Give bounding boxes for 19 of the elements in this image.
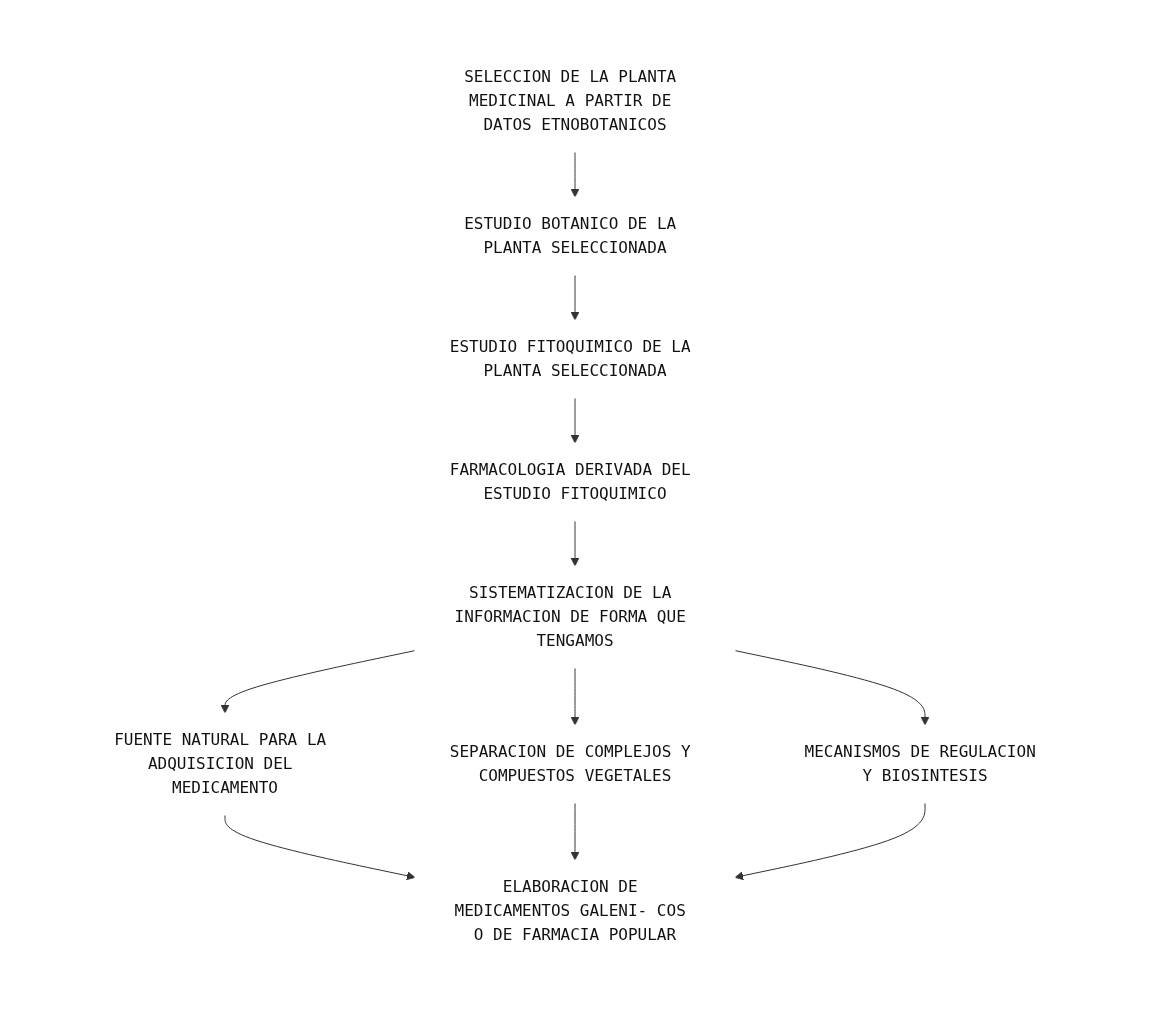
arrow <box>220 649 416 713</box>
arrow <box>570 151 580 197</box>
arrow <box>570 274 580 320</box>
arrow <box>734 649 930 725</box>
node-text: FARMACOLOGIA DERIVADA DEL ESTUDIO FITOQUIMICO <box>449 459 691 503</box>
node-text: MECANISMOS DE REGULACION Y BIOSINTESIS <box>804 741 1036 785</box>
arrow <box>734 802 926 880</box>
arrow <box>570 397 580 443</box>
arrow <box>224 814 416 880</box>
arrow <box>570 667 580 725</box>
node-text: FUENTE NATURAL PARA LA ADQUISICION DEL MEDICAMENTO <box>114 729 327 797</box>
node-text: SELECCION DE LA PLANTA MEDICINAL A PARTIR DE DATOS ETNOBOTANICOS <box>464 66 677 134</box>
arrow <box>570 802 580 860</box>
node-text: ESTUDIO BOTANICO DE LA PLANTA SELECCIONADA <box>464 213 677 257</box>
node-text: SEPARACION DE COMPLEJOS Y COMPUESTOS VEGETALES <box>449 741 691 785</box>
node-text: ESTUDIO FITOQUIMICO DE LA PLANTA SELECCIONADA <box>449 336 691 380</box>
arrow <box>570 520 580 566</box>
node-text: ELABORACION DE MEDICAMENTOS GALENI- COS O DE FARMACIA POPULAR <box>454 876 686 944</box>
node-text: SISTEMATIZACION DE LA INFORMACION DE FORMA QUE TENGAMOS <box>454 582 686 650</box>
